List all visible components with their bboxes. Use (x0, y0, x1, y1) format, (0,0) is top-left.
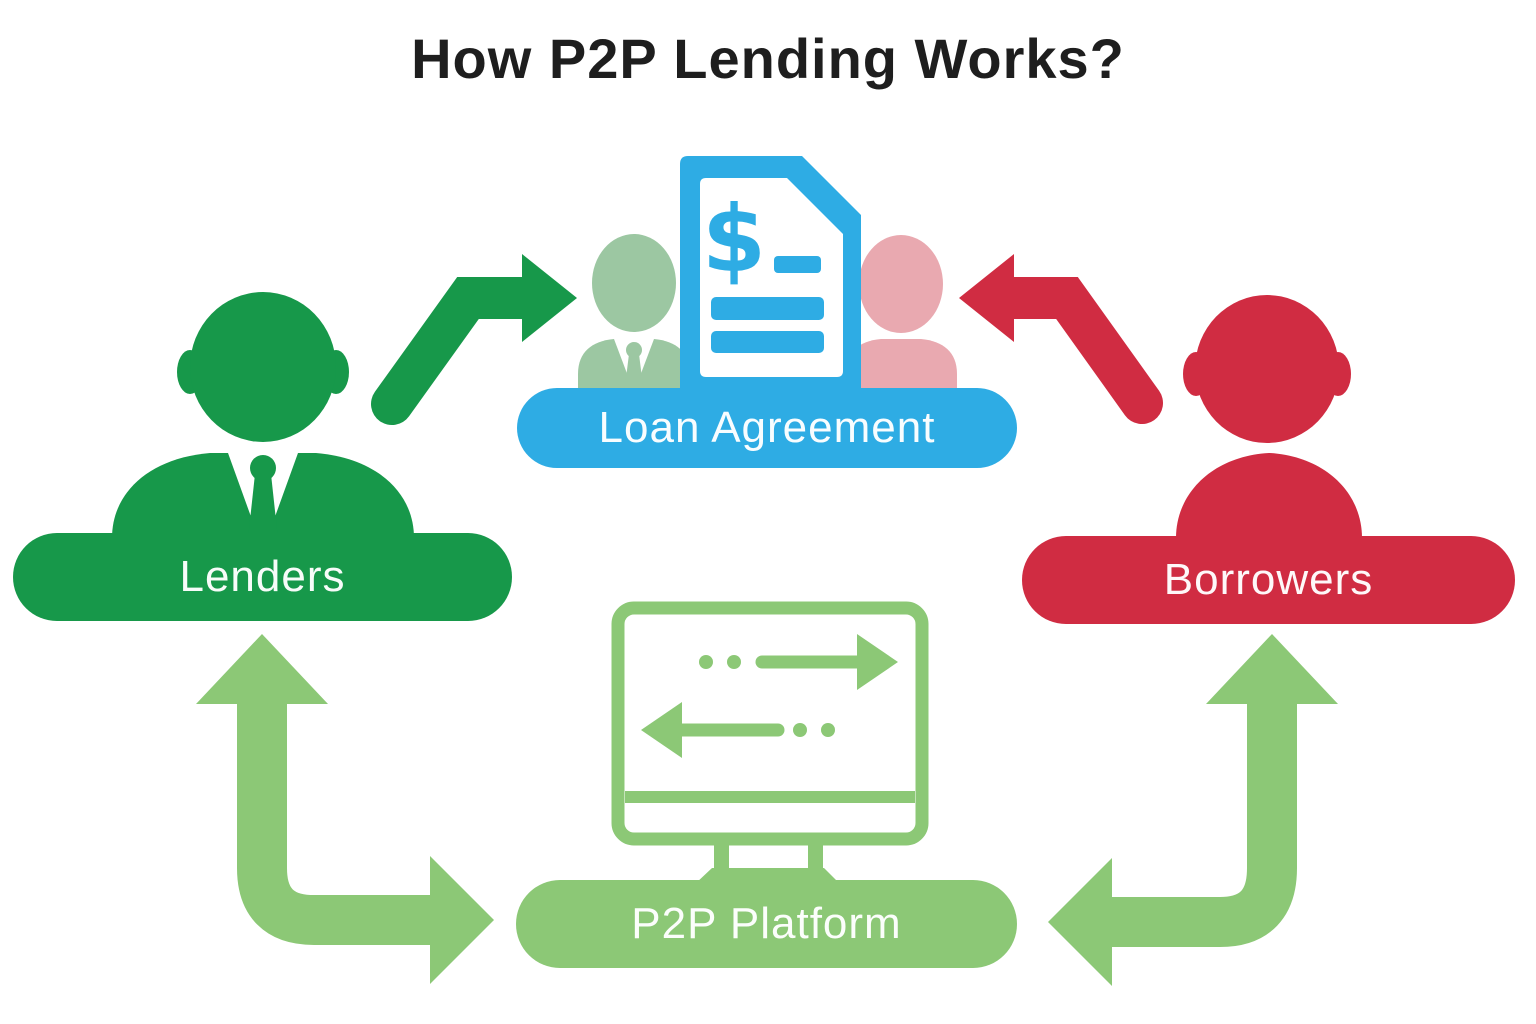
arrow-head (522, 254, 577, 342)
lender-businessman-icon (112, 292, 414, 572)
faded-lender-head (592, 234, 676, 332)
lenders-node: Lenders (13, 533, 512, 621)
borrower-person-icon (1176, 295, 1362, 572)
loan-agreement-node: Loan Agreement (517, 388, 1017, 468)
arrow-head (959, 254, 1014, 342)
faded-borrower-head (859, 235, 943, 333)
document-line-short (774, 256, 821, 273)
arrow-shaft (237, 696, 434, 945)
screen-arrow-left (641, 702, 835, 758)
screen-arrow-right (699, 634, 898, 690)
dollar-document-icon: $ (680, 156, 861, 397)
head (857, 634, 898, 690)
borrower-head (1195, 295, 1339, 443)
document-line-1 (711, 297, 824, 320)
arrow-shaft (371, 277, 545, 425)
arrow-head-up (1206, 634, 1338, 704)
lender-tie (247, 474, 279, 548)
p2p-platform-node: P2P Platform (516, 880, 1017, 968)
arrow-shaft (1108, 696, 1297, 947)
arrow-head-right (430, 856, 494, 984)
dollar-sign: $ (702, 186, 766, 293)
borrowers-label: Borrowers (1163, 555, 1374, 604)
arrow-shaft (991, 277, 1163, 424)
faded-lender-figure-icon (578, 234, 690, 396)
lender-head (190, 292, 336, 442)
arrow-borrowers-to-agreement (959, 254, 1163, 424)
arrow-head-up (196, 634, 328, 704)
faded-borrower-figure-icon (845, 235, 957, 396)
head (641, 702, 682, 758)
borrowers-node: Borrowers (1022, 536, 1515, 624)
lenders-label: Lenders (179, 552, 346, 601)
document-line-2 (711, 331, 824, 353)
page-title: How P2P Lending Works? (411, 27, 1125, 90)
monitor-exchange-arrows-icon (611, 601, 929, 884)
p2p-platform-label: P2P Platform (631, 899, 902, 948)
loan-agreement-label: Loan Agreement (598, 403, 936, 452)
arrow-borrowers-platform (1048, 634, 1338, 986)
arrow-lenders-to-agreement (371, 254, 577, 425)
dot (699, 655, 713, 669)
dot (821, 723, 835, 737)
arrow-lenders-platform (196, 634, 494, 984)
faded-lender-tie (624, 354, 644, 394)
dot (793, 723, 807, 737)
arrow-head-left (1048, 858, 1112, 986)
faded-borrower-shoulders (845, 339, 957, 396)
dot (727, 655, 741, 669)
document-page (700, 178, 843, 377)
